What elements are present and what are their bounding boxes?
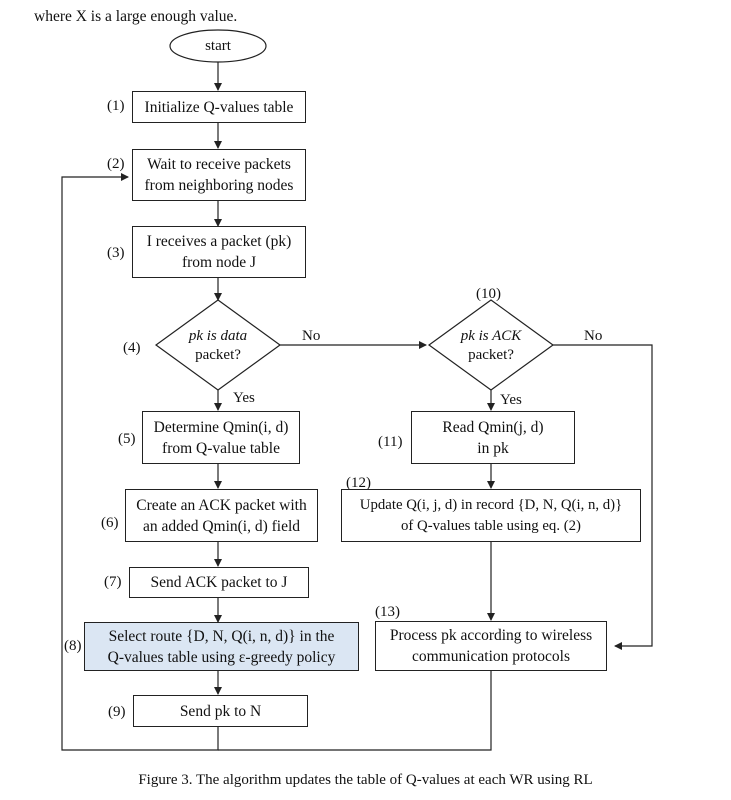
step-10-text: pk is ACK packet? — [441, 327, 541, 365]
step-9-text: Send pk to N — [179, 702, 262, 720]
step-9-box: Send pk to N — [133, 695, 308, 727]
step-5-box: Determine Qmin(i, d) from Q-value table — [142, 411, 300, 464]
start-label: start — [205, 38, 231, 54]
step-12-box: Update Q(i, j, d) in record {D, N, Q(i, … — [341, 489, 641, 542]
step-3-box: I receives a packet (pk) from node J — [132, 226, 306, 278]
step-7-box: Send ACK packet to J — [129, 567, 309, 598]
step-number-9: (9) — [108, 704, 126, 720]
step-5-line2: from Q-value table — [162, 439, 280, 457]
step-5-line1: Determine Qmin(i, d) — [153, 418, 289, 436]
step-8-line1: Select route {D, N, Q(i, n, d)} in the — [108, 627, 335, 645]
step-1-box: Initialize Q-values table — [132, 91, 306, 123]
edge-label-yes-10: Yes — [500, 392, 522, 408]
step-4-line1: pk is data — [188, 328, 248, 344]
step-3-line2: from node J — [181, 254, 257, 271]
step-7-text: Send ACK packet to J — [150, 574, 288, 591]
step-10-line2: packet? — [468, 347, 514, 363]
step-6-line1: Create an ACK packet with — [136, 496, 307, 514]
step-11-line2: in pk — [477, 439, 509, 457]
figure-caption: Figure 3. The algorithm updates the tabl… — [138, 772, 593, 788]
step-number-2: (2) — [107, 156, 125, 172]
step-6-box: Create an ACK packet with an added Qmin(… — [125, 489, 318, 542]
step-12-line1: Update Q(i, j, d) in record {D, N, Q(i, … — [359, 496, 623, 513]
step-number-6: (6) — [101, 515, 119, 531]
step-8-box: Select route {D, N, Q(i, n, d)} in the Q… — [84, 622, 359, 671]
step-4-text: pk is data packet? — [168, 327, 268, 365]
step-10-line1: pk is ACK — [460, 328, 522, 344]
step-number-5: (5) — [118, 431, 136, 447]
step-2-box: Wait to receive packets from neighboring… — [132, 149, 306, 201]
step-number-13: (13) — [375, 604, 400, 620]
step-11-line1: Read Qmin(j, d) — [442, 418, 544, 436]
step-13-line1: Process pk according to wireless — [389, 627, 593, 644]
step-number-1: (1) — [107, 98, 125, 114]
step-4-line2: packet? — [195, 347, 241, 363]
step-13-box: Process pk according to wireless communi… — [375, 621, 607, 671]
step-13-line2: communication protocols — [412, 648, 570, 665]
edge-label-yes-4: Yes — [233, 390, 255, 406]
edge-label-no-10: No — [584, 328, 603, 344]
step-6-line2: an added Qmin(i, d) field — [142, 517, 301, 535]
step-number-12: (12) — [346, 475, 371, 491]
step-number-3: (3) — [107, 245, 125, 261]
step-number-4: (4) — [123, 340, 141, 356]
step-8-line2: Q-values table using ε-greedy policy — [107, 648, 336, 666]
step-number-7: (7) — [104, 574, 122, 590]
step-number-11: (11) — [378, 434, 403, 450]
step-number-8: (8) — [64, 638, 82, 654]
edge-label-no-4: No — [302, 328, 321, 344]
step-12-line2: of Q-values table using eq. (2) — [401, 517, 581, 534]
step-number-10: (10) — [476, 286, 501, 302]
intro-text: where X is a large enough value. — [34, 8, 238, 25]
step-1-text: Initialize Q-values table — [144, 98, 294, 116]
step-2-line2: from neighboring nodes — [144, 177, 294, 194]
step-2-line1: Wait to receive packets — [147, 156, 291, 173]
step-11-box: Read Qmin(j, d) in pk — [411, 411, 575, 464]
step-3-line1: I receives a packet (pk) — [146, 233, 292, 250]
